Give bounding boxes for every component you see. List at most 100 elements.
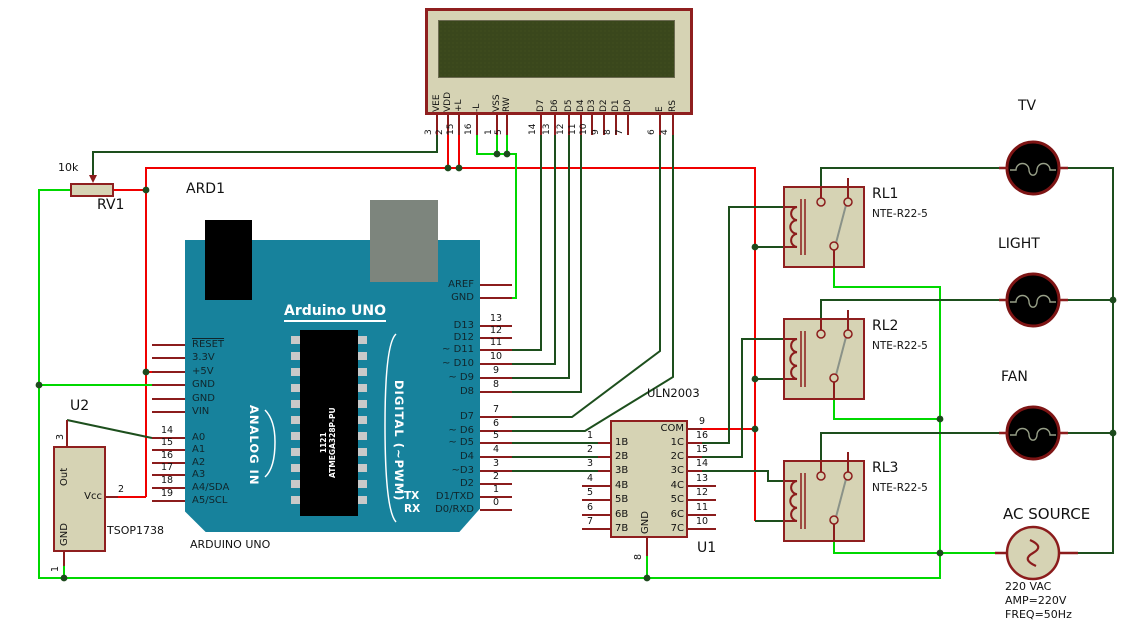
- junction-dot-5: [60, 574, 68, 582]
- lcd-pin-number-D0: 7: [615, 129, 625, 135]
- arduino-left-pin-label-11: A5/SCL: [192, 495, 228, 506]
- uln-left-pin-label-6: 7B: [615, 523, 629, 534]
- junction-dot-10: [751, 375, 759, 383]
- arduino-footer-label: ARDUINO UNO: [190, 538, 271, 551]
- lcd-pin-number-D7: 14: [528, 123, 538, 135]
- tsop1738-body[interactable]: [53, 446, 106, 552]
- wire-signal-10[interactable]: [66, 419, 153, 439]
- uln-right-pin-number-2: 15: [695, 444, 709, 455]
- arduino-digital-label: DIGITAL (~PWM): [392, 380, 406, 502]
- wire-signal-1[interactable]: [512, 135, 542, 351]
- arduino-right-pin-number-9: 6: [492, 418, 500, 429]
- chip-leg-left-7: [291, 448, 300, 456]
- relay-switch-arm-RL3: [835, 478, 847, 518]
- lcd-pin-label-VEE: VEE: [432, 94, 442, 112]
- wire-signal-3[interactable]: [512, 135, 570, 379]
- wire-ground-green-0[interactable]: [38, 189, 941, 579]
- relay-ref-label-RL1: RL1: [872, 186, 899, 202]
- chip-leg-left-5: [291, 416, 300, 424]
- uln-left-pin-label-0: 1B: [615, 437, 629, 448]
- arduino-right-pin-label-5: ~ D10: [442, 358, 474, 369]
- uln-left-pin-number-6: 7: [586, 516, 594, 527]
- wire-signal-18[interactable]: [1059, 167, 1114, 554]
- wire-signal-11[interactable]: [702, 206, 785, 444]
- relay-contact-terminal-RL1-1: [843, 197, 853, 207]
- uln-right-pin-number-3: 14: [695, 458, 709, 469]
- wire-ground-green-4[interactable]: [833, 398, 940, 420]
- relay-contact-terminal-RL2-0: [816, 329, 826, 339]
- arduino-right-pin-label-2: D13: [453, 320, 474, 331]
- wire-signal-13[interactable]: [702, 338, 785, 458]
- lamp-body-TV[interactable]: [1005, 140, 1061, 196]
- wire-signal-19[interactable]: [820, 299, 1007, 318]
- uln-right-pin-number-4: 13: [695, 473, 709, 484]
- wire-signal-5[interactable]: [512, 135, 661, 418]
- lcd-pin-label-D6: D6: [550, 99, 560, 112]
- uln-right-pin-number-5: 12: [695, 487, 709, 498]
- arduino-left-pin-label-8: A2: [192, 457, 206, 468]
- arduino-left-pin-label-3: GND: [192, 379, 215, 390]
- relay-switch-arm-RL1: [835, 204, 847, 244]
- arduino-left-pin-label-10: A4/SDA: [192, 482, 230, 493]
- analog-bracket-icon: [264, 409, 276, 478]
- chip-leg-right-2: [358, 368, 367, 376]
- uln-ref-label: U1: [697, 540, 717, 556]
- arduino-left-pin-number-10: 18: [160, 475, 174, 486]
- chip-leg-right-10: [358, 496, 367, 504]
- uln-left-pin-label-3: 4B: [615, 480, 629, 491]
- arduino-right-pin-number-11: 4: [492, 444, 500, 455]
- lcd-pin-label-D5: D5: [564, 99, 574, 112]
- lcd-pin-number-RW: 5: [494, 129, 504, 135]
- wire-signal-0[interactable]: [92, 135, 438, 178]
- lamp-body-LIGHT[interactable]: [1005, 272, 1061, 328]
- wire-ground-green-6[interactable]: [476, 135, 517, 299]
- ac-sine-icon: [1026, 538, 1040, 568]
- uln-left-pin-number-1: 2: [586, 444, 594, 455]
- junction-dot-1: [444, 164, 452, 172]
- arduino-right-pin-number-4: 11: [489, 337, 503, 348]
- relay-coil-icon-RL3: [785, 480, 798, 522]
- relay-contact-terminal-RL3-2: [829, 515, 839, 525]
- lcd-screen: [438, 20, 675, 78]
- uln-left-pin-number-5: 6: [586, 502, 594, 513]
- lcd-pin-label-D3: D3: [587, 99, 597, 112]
- lamp-body-FAN[interactable]: [1005, 405, 1061, 461]
- uln-right-pin-label-1: 1C: [670, 437, 684, 448]
- wire-signal-2[interactable]: [512, 135, 556, 365]
- chip-leg-left-0: [291, 336, 300, 344]
- tsop-out-label: Out: [59, 467, 70, 486]
- wire-signal-4[interactable]: [512, 135, 582, 393]
- relay-contact-pins-RL1[interactable]: [820, 178, 849, 268]
- rv1-body[interactable]: [70, 183, 114, 197]
- uln-right-pin-label-3: 3C: [670, 465, 684, 476]
- relay-core-icon-RL2: [800, 331, 806, 387]
- chip-leg-left-10: [291, 496, 300, 504]
- tsop-vcc-pin-number: 2: [118, 484, 125, 495]
- wire-signal-15[interactable]: [702, 470, 785, 482]
- relay-part-label-RL2: NTE-R22-5: [872, 340, 928, 352]
- tsop-ref-label: U2: [70, 398, 90, 414]
- lamp-filament-icon-TV: [1010, 162, 1056, 176]
- chip-leg-right-9: [358, 480, 367, 488]
- arduino-left-pin-label-9: A3: [192, 469, 206, 480]
- lcd-pin-label-D0: D0: [623, 99, 633, 112]
- lcd-pin-number-VSS: 1: [484, 129, 494, 135]
- arduino-right-pin-label-12: ~D3: [451, 465, 474, 476]
- lcd-pin-number-D1: 8: [603, 129, 613, 135]
- load-label-FAN: FAN: [1001, 369, 1028, 385]
- relay-contact-pins-RL2[interactable]: [820, 310, 849, 400]
- uln-part-label: ULN2003: [647, 386, 700, 400]
- arduino-title: Arduino UNO: [284, 303, 386, 322]
- arduino-left-pin-number-11: 19: [160, 488, 174, 499]
- wire-signal-6[interactable]: [512, 135, 674, 432]
- lcd-pin-label-VDD: VDD: [443, 91, 453, 112]
- wire-signal-21[interactable]: [820, 432, 1007, 460]
- junction-dot-11: [751, 425, 759, 433]
- relay-core-icon-RL1: [800, 199, 806, 255]
- junction-dot-8: [503, 150, 511, 158]
- relay-contact-pins-RL3[interactable]: [820, 452, 849, 542]
- relay-ref-label-RL2: RL2: [872, 318, 899, 334]
- wire-signal-17[interactable]: [820, 167, 1007, 186]
- ac-spec-line-2: FREQ=50Hz: [1005, 608, 1072, 621]
- uln2003-body[interactable]: [610, 420, 688, 538]
